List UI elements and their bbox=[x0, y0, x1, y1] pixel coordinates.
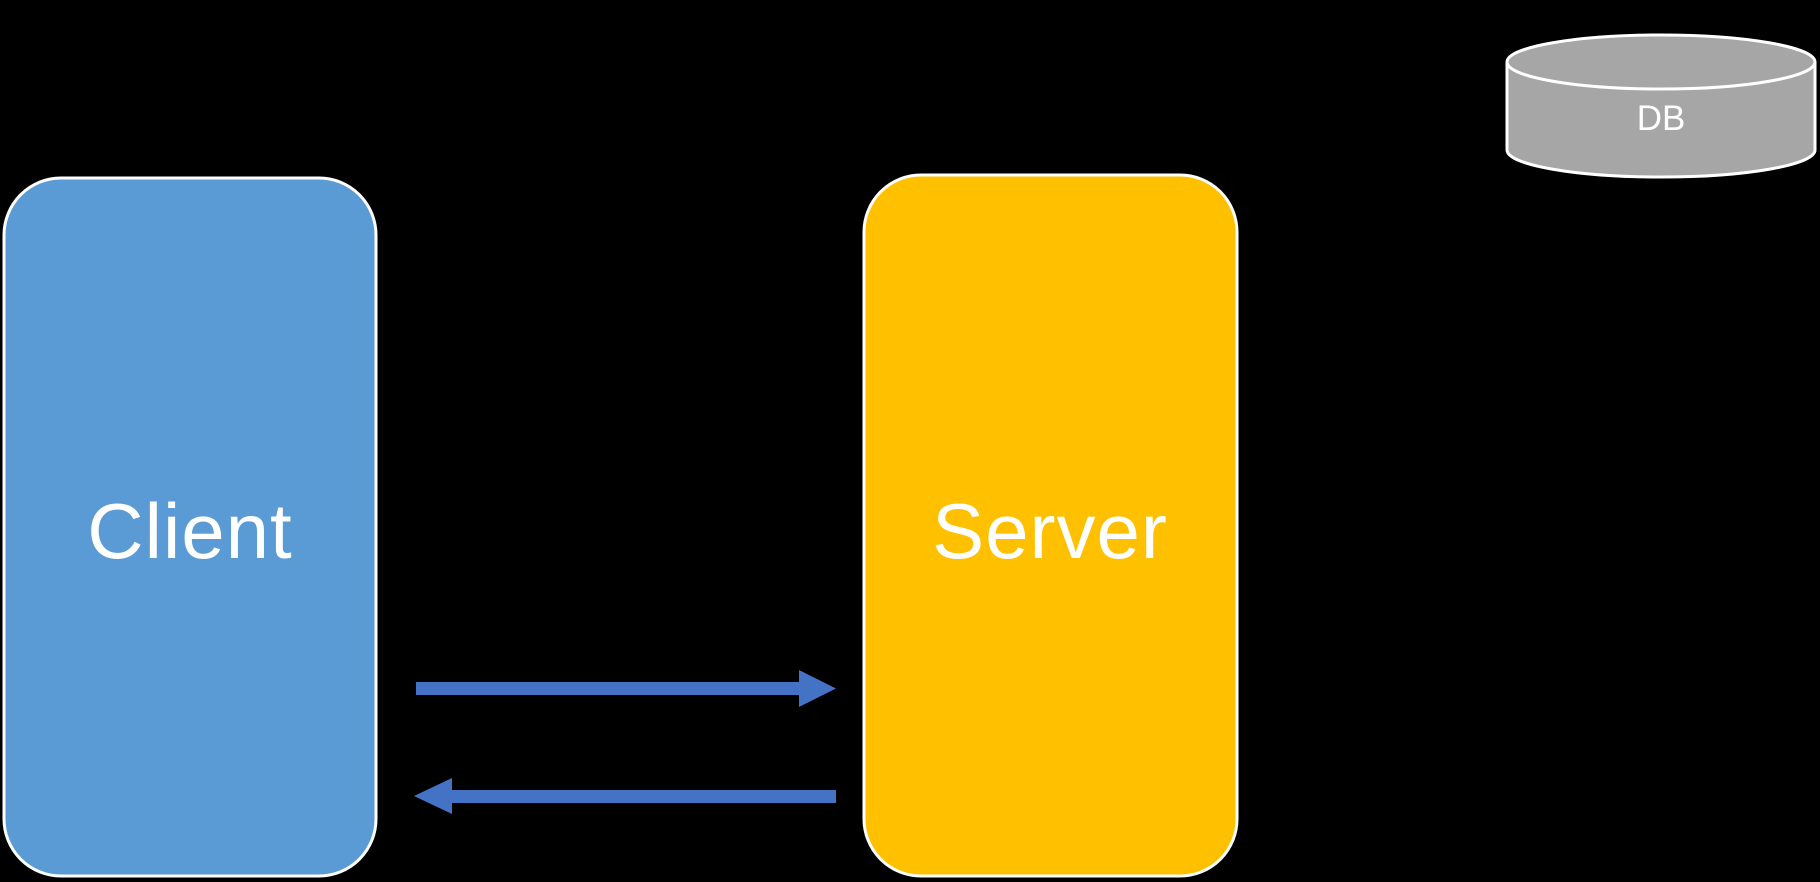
db-node: DB bbox=[1505, 33, 1817, 179]
server-node: Server bbox=[862, 173, 1239, 878]
db-label: DB bbox=[1637, 99, 1686, 138]
server-box bbox=[862, 173, 1239, 878]
client-node: Client bbox=[2, 176, 378, 878]
client-to-server-arrow bbox=[416, 670, 836, 707]
client-box bbox=[2, 176, 378, 878]
server-label: Server bbox=[932, 487, 1168, 575]
client-label: Client bbox=[87, 487, 292, 575]
db-cylinder-top bbox=[1505, 33, 1817, 91]
server-to-client-arrow bbox=[414, 778, 836, 814]
